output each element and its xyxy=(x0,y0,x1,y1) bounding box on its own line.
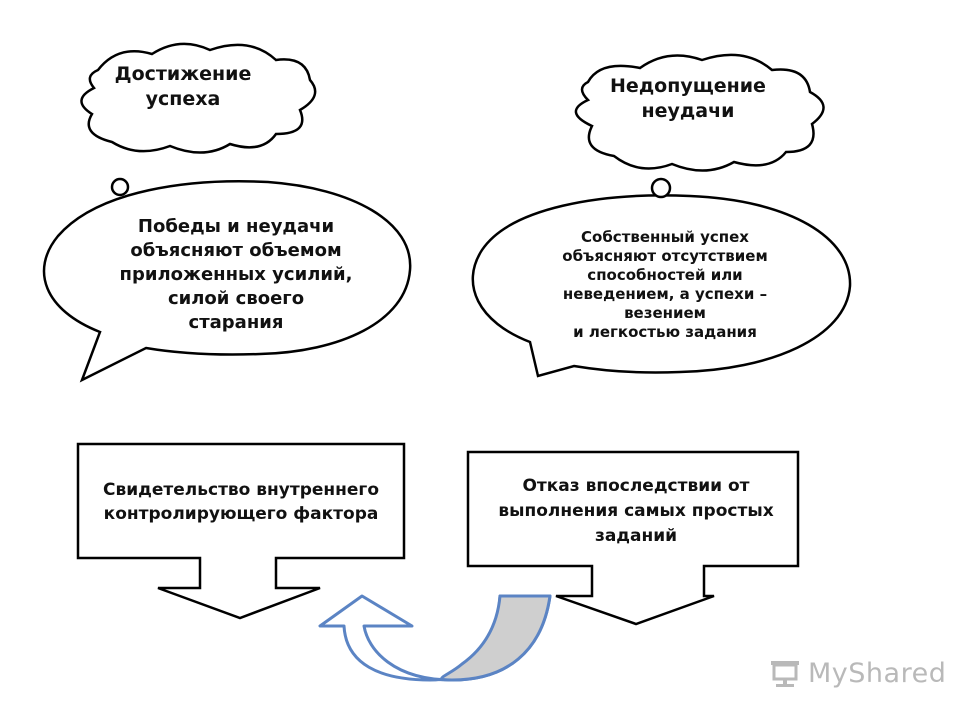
box-right-line: Отказ впоследствии от xyxy=(522,476,750,496)
cloud-right-label: Недопущение неудачи xyxy=(578,74,798,124)
bubble-left-line: приложенных усилий, xyxy=(119,264,353,285)
thought-dot-right xyxy=(650,177,672,199)
presentation-board-icon xyxy=(771,661,799,687)
box-left-line: контролирующего фактора xyxy=(103,504,379,524)
box-left-line: Свидетельство внутреннего xyxy=(103,480,379,500)
curved-arrow-shading xyxy=(440,594,552,682)
bubble-right-line: и легкостью задания xyxy=(573,323,757,341)
cloud-left xyxy=(80,42,317,154)
bubble-left-line: Победы и неудачи xyxy=(137,216,335,237)
bubble-right-line: везением xyxy=(624,304,706,322)
thought-dot-left xyxy=(110,177,130,197)
box-right-label: Отказ впоследствии от выполнения самых п… xyxy=(468,474,804,549)
bubble-right-line: способностей или xyxy=(587,266,743,284)
watermark: MyShared xyxy=(768,655,946,691)
bubble-left-line: старания xyxy=(188,312,284,333)
cloud-right xyxy=(574,53,825,172)
bubble-left xyxy=(42,180,412,383)
bubble-right xyxy=(471,194,852,378)
bubble-left-line: объясняют объемом xyxy=(130,240,342,261)
cloud-left-line: Достижение xyxy=(114,63,252,85)
cloud-left-line: успеха xyxy=(145,88,221,110)
bubble-right-line: Собственный успех xyxy=(581,228,749,246)
arrow-box-left xyxy=(76,442,406,620)
box-right-line: заданий xyxy=(594,526,678,546)
bubble-right-line: объясняют отсутствием xyxy=(562,247,768,265)
bubble-left-label: Победы и неудачи объясняют объемом прило… xyxy=(80,215,392,335)
cloud-left-label: Достижение успеха xyxy=(88,62,278,112)
bubble-right-line: неведением, а успехи – xyxy=(562,285,768,303)
watermark-text: MyShared xyxy=(808,657,947,689)
bubble-left-line: силой своего xyxy=(167,288,305,309)
cloud-right-line: неудачи xyxy=(641,100,735,122)
box-right-line: выполнения самых простых xyxy=(498,501,774,521)
arrow-box-right xyxy=(466,450,800,626)
box-left-label: Свидетельство внутреннего контролирующег… xyxy=(78,478,404,526)
bubble-right-label: Собственный успех объясняют отсутствием … xyxy=(500,228,830,342)
cloud-right-line: Недопущение xyxy=(610,75,766,97)
